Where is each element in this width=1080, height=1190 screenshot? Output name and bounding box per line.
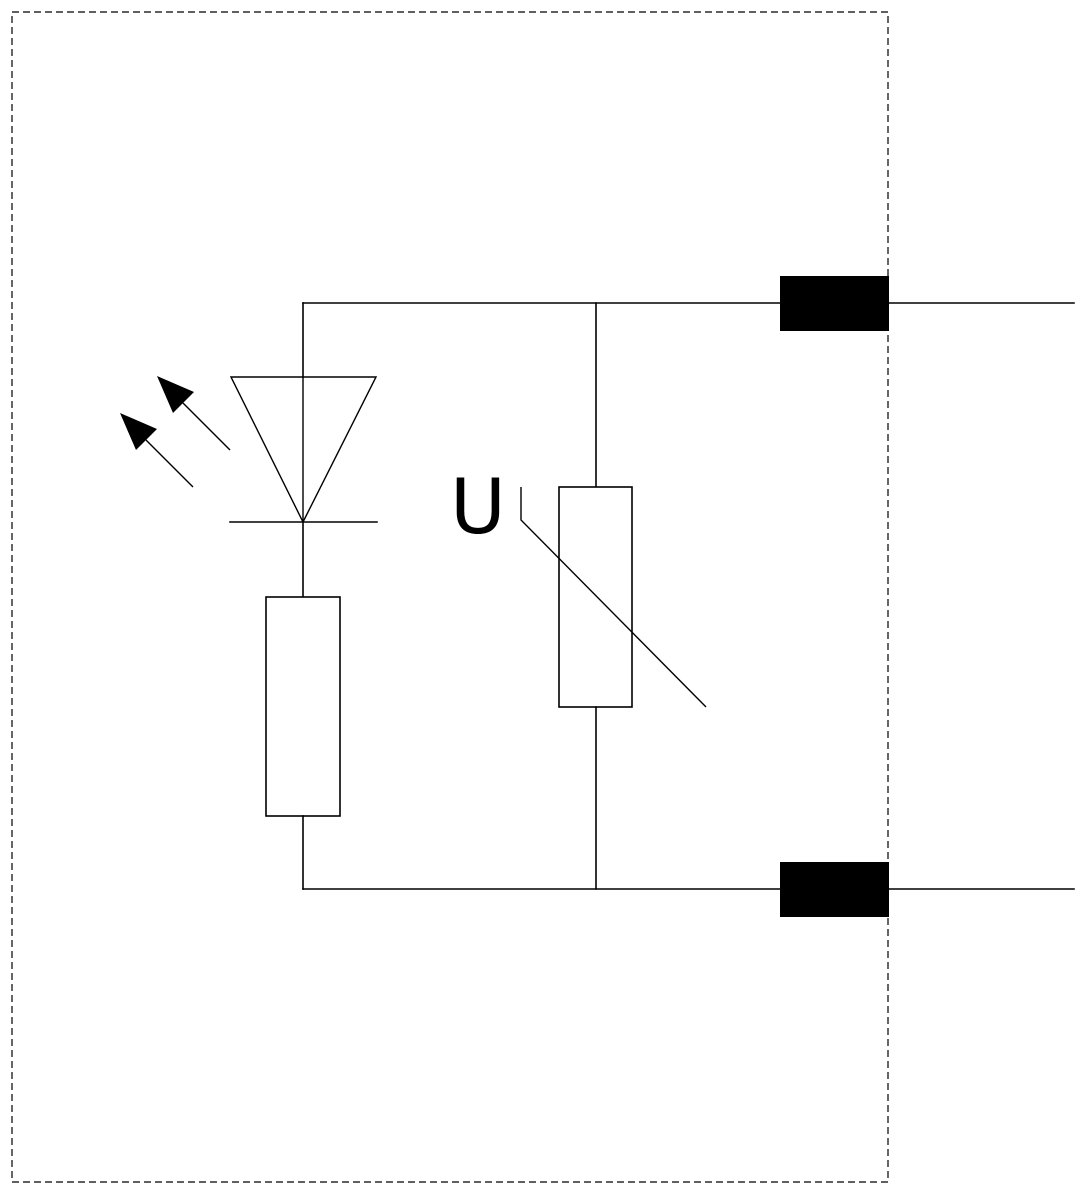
varistor-label: U bbox=[450, 462, 506, 551]
light-emission-arrows bbox=[120, 376, 231, 488]
top-terminal bbox=[780, 276, 889, 331]
emission-arrow-lower-shaft bbox=[145, 439, 194, 488]
emission-arrow-upper-shaft bbox=[182, 402, 231, 451]
emission-arrow-upper-head bbox=[157, 376, 194, 413]
bottom-terminal bbox=[780, 862, 889, 917]
enclosure-boundary bbox=[11, 11, 889, 1183]
led-series-resistor bbox=[265, 596, 341, 817]
varistor-branch: U bbox=[450, 302, 707, 890]
emission-arrow-lower-head bbox=[120, 413, 157, 450]
led-branch bbox=[120, 302, 378, 890]
varistor-body bbox=[558, 486, 633, 708]
varistor-nonlinear-slash bbox=[520, 487, 707, 708]
